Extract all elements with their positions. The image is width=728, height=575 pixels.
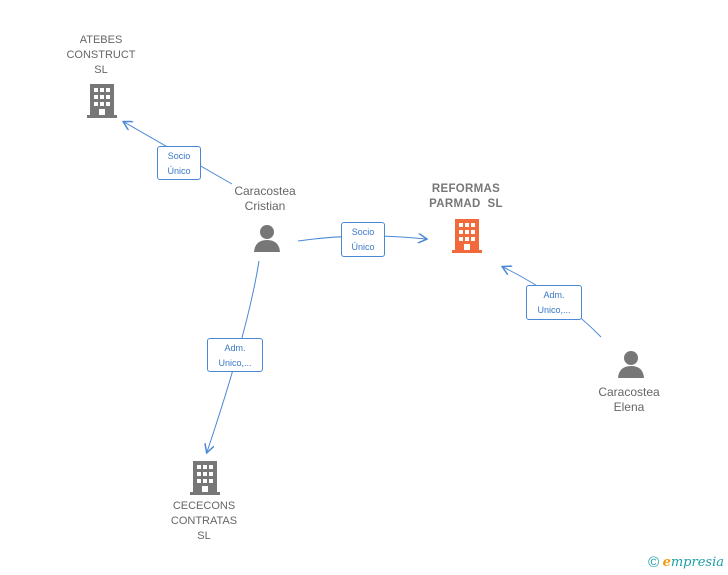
edge-label-cristian-cececons[interactable]: Adm. Unico,... <box>207 338 263 372</box>
company-label-cececons[interactable]: CECECONS CONTRATAS SL <box>170 500 238 542</box>
edge-label-cristian-reformas[interactable]: Socio Único <box>341 222 385 257</box>
edge-label-cristian-atebes[interactable]: Socio Único <box>157 146 201 180</box>
person-label-elena[interactable]: Caracostea Elena <box>598 385 660 414</box>
building-icon[interactable] <box>452 219 482 253</box>
copyright-symbol: © <box>648 554 660 571</box>
company-label-reformas[interactable]: REFORMAS PARMAD SL <box>429 183 503 210</box>
building-icon[interactable] <box>87 84 117 118</box>
building-icon[interactable] <box>190 461 220 495</box>
company-label-atebes[interactable]: ATEBES CONSTRUCT SL <box>66 34 136 76</box>
person-icon[interactable] <box>254 225 280 252</box>
brand-logo[interactable]: empresia <box>662 555 724 570</box>
footer-branding[interactable]: © empresia <box>648 554 724 571</box>
person-label-cristian[interactable]: Caracostea Cristian <box>234 184 296 213</box>
person-icon[interactable] <box>618 351 644 378</box>
edge-label-elena-reformas[interactable]: Adm. Unico,... <box>526 285 582 320</box>
